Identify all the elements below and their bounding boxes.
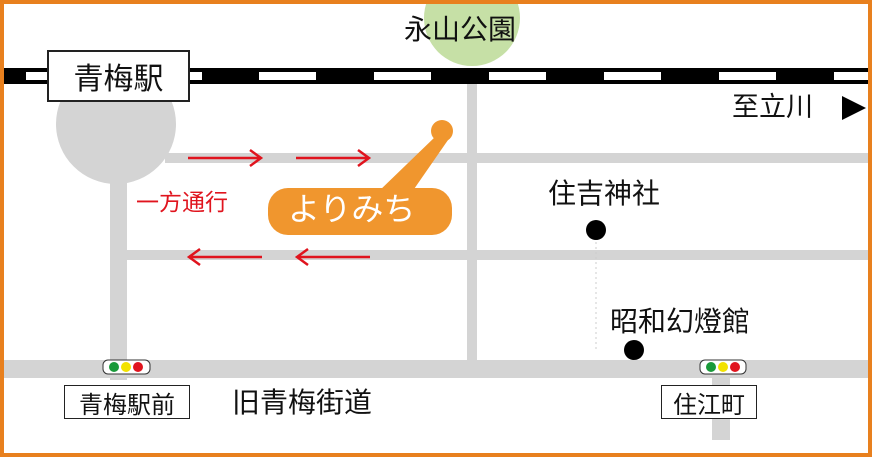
park-area (424, 0, 520, 66)
road-middle (127, 250, 868, 260)
sumiyoshi-shrine-label: 住吉神社 (548, 177, 661, 210)
road-kyu-ome-kaido (4, 360, 868, 378)
one-way-arrows (186, 148, 372, 267)
yorimichi-bubble (268, 188, 452, 235)
intersection-sumiecho: 住江町 (661, 385, 757, 419)
showa-gentokan-marker (624, 340, 644, 360)
traffic-light-icon (102, 359, 151, 375)
road-station-vertical (110, 124, 127, 380)
yorimichi-marker (431, 120, 453, 142)
sumiyoshi-shrine-marker (586, 220, 606, 240)
bubble-pointer (378, 136, 448, 192)
triangle-right-icon (842, 96, 866, 120)
arrow-right-icon (188, 148, 264, 168)
intersection-ome-ekimae: 青梅駅前 (64, 385, 190, 419)
direction-label: 至立川 (732, 92, 813, 123)
arrow-right-icon (296, 148, 372, 168)
yorimichi-label: よりみち (288, 190, 416, 228)
traffic-light-icon (699, 359, 747, 375)
arrow-left-icon (186, 247, 262, 267)
railway-dashes (26, 72, 868, 80)
road-upper (165, 153, 868, 163)
one-way-label: 一方通行 (136, 190, 228, 216)
showa-gentokan-label: 昭和幻燈館 (610, 305, 751, 338)
arrow-left-icon (294, 247, 370, 267)
station-label: 青梅駅 (47, 50, 190, 102)
street-label: 旧青梅街道 (232, 386, 373, 419)
road-center-vertical (467, 84, 477, 364)
park-label: 永山公園 (404, 13, 517, 46)
